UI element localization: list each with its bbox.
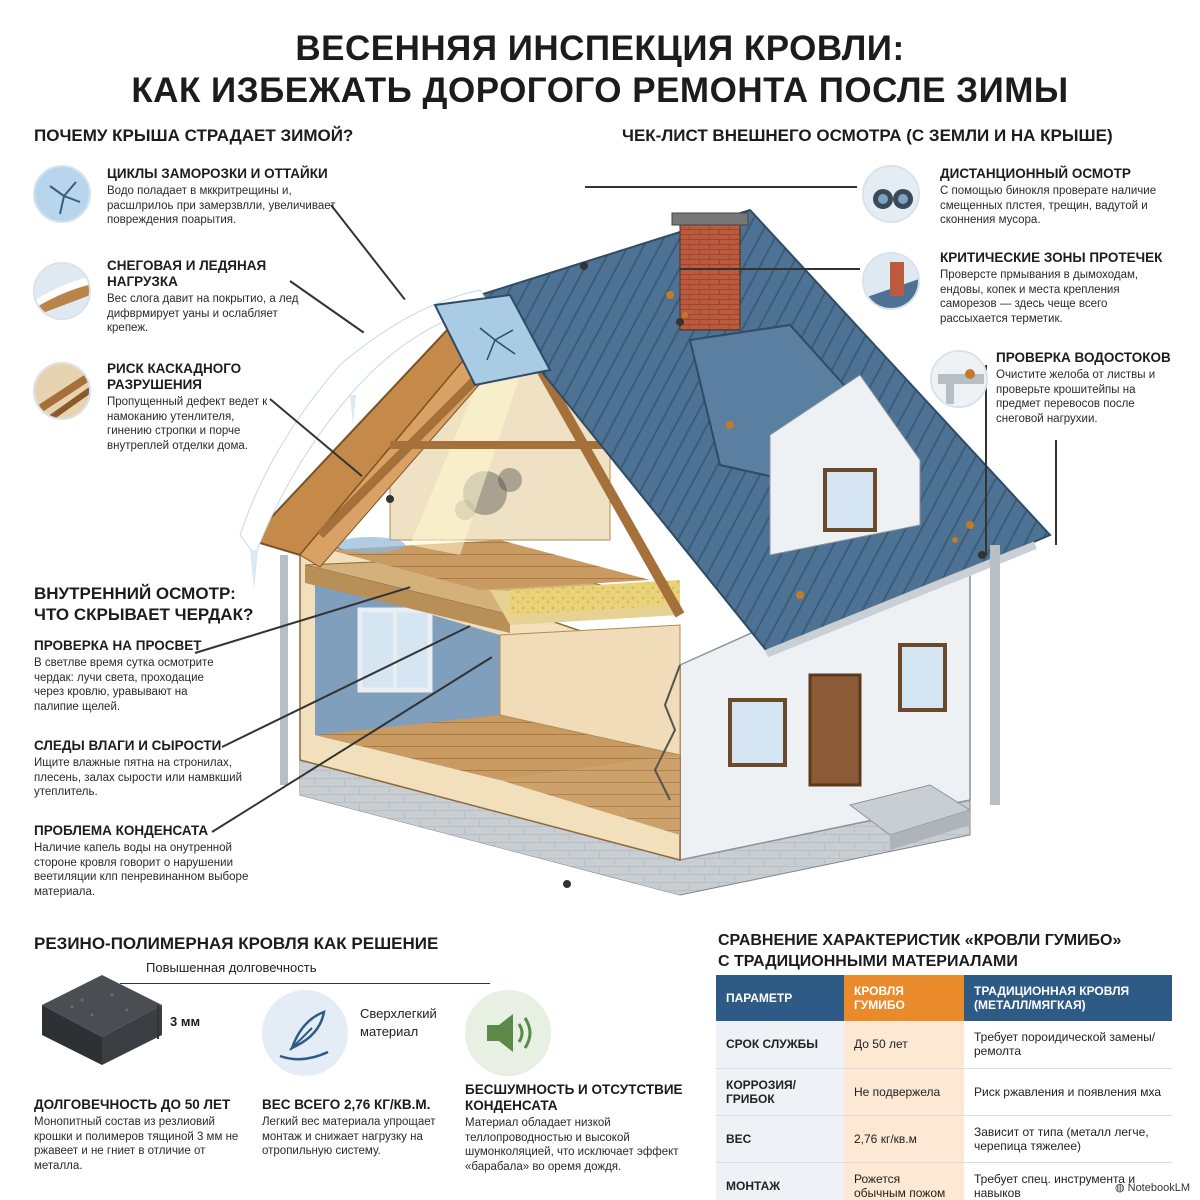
attic-heading: ВНУТРЕННИЙ ОСМОТР: ЧТО СКРЫВАЕТ ЧЕРДАК? [34,583,294,625]
feature-text: Материал обладает низкой теллопроводност… [465,1117,679,1173]
comparison-heading-line-1: СРАВНЕНИЕ ХАРАКТЕРИСТИК «КРОВЛИ ГУМИБО» [718,932,1122,949]
check-item-text: С помощью бинокля проверате наличие смещ… [940,185,1157,226]
solution-heading: РЕЗИНО-ПОЛИМЕРНАЯ КРОВЛЯ КАК РЕШЕНИЕ [34,934,439,953]
why-item-2: СНЕГОВАЯ И ЛЕДЯНАЯ НАГРУЗКА Вес слога да… [107,258,307,336]
table-cell: До 50 лет [844,1021,964,1069]
attic-item-title: СЛЕДЫ ВЛАГИ И СЫРОСТИ [34,738,222,753]
thickness-label: 3 мм [170,1014,201,1029]
callout-dot [676,318,684,326]
light-label: Сверхлегкий материал [360,1006,437,1039]
column-header: ТРАДИЦИОННАЯ КРОВЛЯ (МЕТАЛЛ/МЯГКАЯ) [964,975,1172,1021]
callout-dot [563,880,571,888]
attic-heading-line-1: ВНУТРЕННИЙ ОСМОТР: [34,584,236,603]
title-line-1: ВЕСЕННЯЯ ИНСПЕКЦИЯ КРОВЛИ: [295,29,905,68]
feature-title: БЕСШУМНОСТЬ И ОТСУТСТВИЕ КОНДЕНСАТА [465,1082,683,1113]
check-item-title: ДИСТАНЦИОННЫЙ ОСМОТР [940,166,1131,181]
check-item-text: Очистите желоба от листвы и проверьте кр… [996,369,1156,425]
table-cell: Рожется обычным пожом [844,1162,964,1200]
why-item-text: Пропущенный дефект ведет к намоканию уте… [107,396,268,452]
table-row: ВЕС 2,76 кг/кв.м Зависит от типа (металл… [716,1115,1172,1163]
brand-label: ◍ NotebookLM [1115,1181,1190,1194]
comparison-table: ПАРАМЕТР КРОВЛЯ ГУМИБО ТРАДИЦИОННАЯ КРОВ… [716,975,1172,1200]
attic-item-title: ПРОБЛЕМА КОНДЕНСАТА [34,823,209,838]
attic-item-2: СЛЕДЫ ВЛАГИ И СЫРОСТИ Ищите влажные пятн… [34,738,264,800]
chimney-flashing-icon [862,252,920,310]
attic-item-title: ПРОВЕРКА НА ПРОСВЕТ [34,638,202,653]
callout-dot [580,262,588,270]
attic-item-1: ПРОВЕРКА НА ПРОСВЕТ В светлве время сутк… [34,638,234,714]
leader-line [1055,440,1057,545]
why-item-title: ЦИКЛЫ ЗАМОРОЗКИ И ОТТАЙКИ [107,166,328,181]
why-item-3: РИСК КАСКАДНОГО РАЗРУШЕНИЯ Пропущенный д… [107,361,282,453]
snow-load-icon [33,262,91,320]
durability-label: Повышенная долговечность [146,960,317,975]
table-cell: Не подвержела [844,1068,964,1116]
attic-item-text: Ищите влажные пятна на стронилах, плесен… [34,757,242,798]
table-cell: ВЕС [716,1115,844,1163]
attic-item-text: В светлве время сутка осмотрите чердак: … [34,657,214,713]
attic-item-3: ПРОБЛЕМА КОНДЕНСАТА Наличие капель воды … [34,823,259,899]
brand-logo-icon: ◍ [1114,1182,1128,1194]
comparison-heading-line-2: С ТРАДИЦИОННЫМИ МАТЕРИАЛАМИ [718,953,1018,970]
why-item-text: Вес слога давит на покрытио, а лед дифвр… [107,293,299,334]
ice-crack-icon [33,165,91,223]
thickness-bracket [157,1005,159,1039]
table-row: МОНТАЖ Рожется обычным пожом Требует спе… [716,1162,1172,1200]
callout-dot [978,551,986,559]
house-illustration [239,208,1052,896]
rafter-damage-icon [33,362,91,420]
speaker-icon [465,990,551,1076]
feature-durability: ДОЛГОВЕЧНОСТЬ ДО 50 ЛЕТ Монопитный соста… [34,1097,249,1173]
table-cell: Требует спец. инструмента и навыков [964,1162,1172,1200]
leader-line [680,268,860,270]
table-cell: МОНТАЖ [716,1162,844,1200]
check-item-2: КРИТИЧЕСКИЕ ЗОНЫ ПРОТЕЧЕК Проверсте прмы… [940,250,1170,326]
check-item-1: ДИСТАНЦИОННЫЙ ОСМОТР С помощью бинокля п… [940,166,1180,228]
feature-text: Монопитный состав из резлиовий крошки и … [34,1116,239,1172]
table-cell: КОРРОЗИЯ/ГРИБОК [716,1068,844,1116]
attic-item-text: Наличие капель воды на онутренной сторон… [34,842,249,898]
why-heading: ПОЧЕМУ КРЫША СТРАДАЕТ ЗИМОЙ? [34,126,354,145]
table-header-row: ПАРАМЕТР КРОВЛЯ ГУМИБО ТРАДИЦИОННАЯ КРОВ… [716,975,1172,1021]
check-item-3: ПРОВЕРКА ВОДОСТОКОВ Очистите желоба от л… [996,350,1176,426]
why-item-title: РИСК КАСКАДНОГО РАЗРУШЕНИЯ [107,361,242,392]
feature-title: ДОЛГОВЕЧНОСТЬ ДО 50 ЛЕТ [34,1097,231,1112]
feather-icon [262,990,348,1076]
why-item-title: СНЕГОВАЯ И ЛЕДЯНАЯ НАГРУЗКА [107,258,267,289]
table-cell: СРОК СЛУЖБЫ [716,1021,844,1069]
why-item-text: Водо поладает в мккритрещины и, расшлрил… [107,185,336,226]
why-item-1: ЦИКЛЫ ЗАМОРОЗКИ И ОТТАЙКИ Водо поладает … [107,166,347,228]
leader-line [120,983,490,984]
table-cell: 2,76 кг/кв.м [844,1115,964,1163]
binoculars-icon [862,165,920,223]
title-line-2: КАК ИЗБЕЖАТЬ ДОРОГОГО РЕМОНТА ПОСЛЕ ЗИМЫ [131,71,1069,110]
table-cell: Зависит от типа (металл легче, черепица … [964,1115,1172,1163]
check-item-title: КРИТИЧЕСКИЕ ЗОНЫ ПРОТЕЧЕК [940,250,1163,265]
rubber-sample-icon [42,975,162,1065]
table-row: КОРРОЗИЯ/ГРИБОК Не подвержела Риск ржавл… [716,1068,1172,1116]
feature-noiseless: БЕСШУМНОСТЬ И ОТСУТСТВИЕ КОНДЕНСАТА Мате… [465,1082,695,1174]
comparison-heading: СРАВНЕНИЕ ХАРАКТЕРИСТИК «КРОВЛИ ГУМИБО» … [718,930,1121,972]
table-cell: Требует пороидической замены/ремолта [964,1021,1172,1069]
feature-text: Легкий вес материала упрощает монтаж и с… [262,1116,436,1157]
feature-title: ВЕС ВСЕГО 2,76 КГ/КВ.М. [262,1097,431,1112]
checklist-heading: ЧЕК-ЛИСТ ВНЕШНЕГО ОСМОТРА (С ЗЕМЛИ И НА … [622,126,1113,145]
leader-line [585,186,857,188]
column-header: КРОВЛЯ ГУМИБО [844,975,964,1021]
check-item-title: ПРОВЕРКА ВОДОСТОКОВ [996,350,1171,365]
page-title: ВЕСЕННЯЯ ИНСПЕКЦИЯ КРОВЛИ: КАК ИЗБЕЖАТЬ … [0,28,1200,112]
table-row: СРОК СЛУЖБЫ До 50 лет Требует пороидичес… [716,1021,1172,1069]
attic-heading-line-2: ЧТО СКРЫВАЕТ ЧЕРДАК? [34,605,254,624]
brand-name: NotebookLM [1127,1182,1190,1194]
feature-weight: ВЕС ВСЕГО 2,76 КГ/КВ.М. Легкий вес матер… [262,1097,452,1159]
leader-line [985,365,987,555]
gutter-icon [930,350,988,408]
column-header: ПАРАМЕТР [716,975,844,1021]
check-item-text: Проверсте прмывания в дымоходам, ендовы,… [940,269,1139,325]
callout-dot [386,495,394,503]
table-cell: Риск ржавления и появления мха [964,1068,1172,1116]
